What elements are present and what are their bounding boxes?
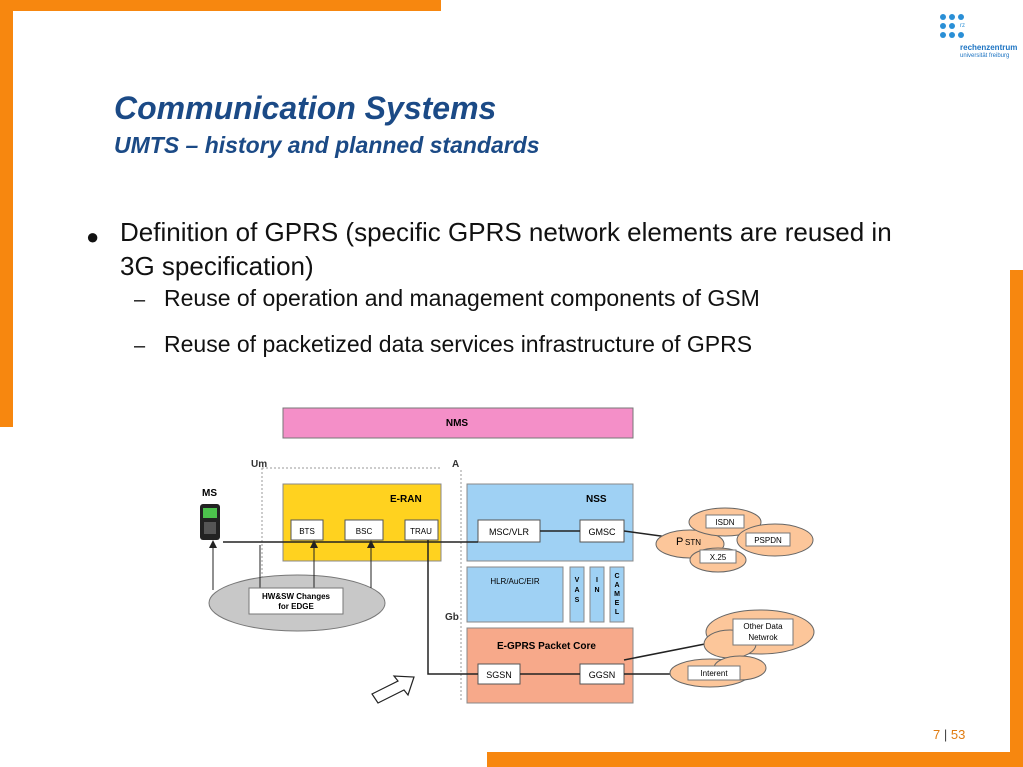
sub-bullet-2: Reuse of packetized data services infras… — [164, 331, 753, 357]
vas-letter: V — [575, 577, 580, 584]
page-separator: | — [943, 727, 948, 742]
logo-rz-text: rz — [960, 23, 965, 29]
accent-bar-bottom — [487, 752, 1023, 767]
eran-label: E-RAN — [390, 494, 422, 505]
slide-subtitle: UMTS – history and planned standards — [114, 132, 540, 158]
accent-bar-right — [1010, 270, 1023, 767]
other-data-line1: Other Data — [743, 622, 783, 631]
page-total: 53 — [950, 727, 966, 742]
accent-bar-top — [0, 0, 441, 11]
gb-interface-label: Gb — [445, 612, 459, 623]
internet-box — [687, 665, 741, 681]
ggsn-label: GGSN — [589, 670, 616, 680]
msc-vlr-label: MSC/VLR — [489, 527, 530, 537]
bullet-marker: ● — [86, 224, 100, 249]
nss-label: NSS — [586, 494, 607, 505]
bullet-main-text: Definition of GPRS (specific GPRS networ… — [120, 217, 892, 281]
bts-box — [290, 519, 324, 541]
camel-box — [609, 566, 625, 623]
hw-sw-changes-line1: HW&SW Changes — [262, 592, 331, 601]
umts-architecture-diagram: NMS Um A Gb MS E-RAN BTS BSC TRAU NSS MS… — [200, 407, 815, 704]
other-data-line2: Netwrok — [748, 633, 778, 642]
hw-sw-changes-line2: for EDGE — [278, 602, 314, 611]
bsc-box — [344, 519, 384, 541]
x25-box — [699, 549, 737, 564]
rechenzentrum-logo: rz rechenzentrum universität freiburg — [938, 12, 1018, 68]
isdn-label: ISDN — [715, 518, 734, 527]
vas-letter: A — [574, 587, 579, 594]
egprs-label: E-GPRS Packet Core — [497, 641, 596, 652]
in-box — [589, 566, 605, 623]
pspdn-label: PSPDN — [754, 536, 782, 545]
sub-bullet-1: Reuse of operation and management compon… — [164, 285, 760, 311]
slide-title: Communication Systems — [114, 90, 497, 126]
isdn-box — [705, 514, 745, 529]
trau-label: TRAU — [410, 527, 432, 536]
logo-text-university: universität freiburg — [960, 53, 1010, 59]
vas-letter: S — [575, 597, 580, 604]
a-interface-label: A — [452, 459, 459, 470]
logo-text-rechenzentrum: rechenzentrum — [960, 43, 1018, 52]
sub-bullet-dash: – — [134, 335, 146, 357]
sub-bullet-dash: – — [134, 289, 146, 311]
gmsc-label: GMSC — [589, 527, 617, 537]
in-letter: I — [596, 577, 598, 584]
accent-bar-left — [0, 0, 13, 427]
nms-label: NMS — [446, 418, 469, 429]
bts-label: BTS — [299, 527, 315, 536]
camel-letter: M — [614, 591, 620, 598]
vas-box — [569, 566, 585, 623]
ms-label: MS — [202, 488, 217, 499]
hlr-box — [466, 566, 564, 623]
bsc-label: BSC — [356, 527, 373, 536]
other-data-box — [732, 618, 794, 646]
hw-sw-changes-box — [248, 587, 344, 615]
trau-box — [404, 519, 439, 541]
sgsn-label: SGSN — [486, 670, 512, 680]
in-letter: N — [594, 587, 599, 594]
pspdn-box — [745, 532, 791, 547]
mobile-station-icon — [200, 504, 220, 540]
um-interface-label: Um — [251, 459, 267, 470]
pointer-arrow-icon — [371, 675, 415, 704]
camel-letter: L — [615, 609, 620, 616]
camel-letter: E — [615, 600, 620, 607]
nms-box — [282, 407, 634, 439]
hlr-label: HLR/AuC/EIR — [490, 577, 540, 586]
camel-letter: C — [614, 573, 619, 580]
camel-letter: A — [614, 582, 619, 589]
page-current: 7 — [933, 727, 941, 742]
internet-label: Interent — [700, 669, 728, 678]
x25-label: X.25 — [710, 553, 727, 562]
page-number: 7 | 53 — [933, 727, 965, 742]
pstn-label-p: P — [676, 536, 683, 548]
pstn-label-rest: STN — [685, 538, 701, 547]
